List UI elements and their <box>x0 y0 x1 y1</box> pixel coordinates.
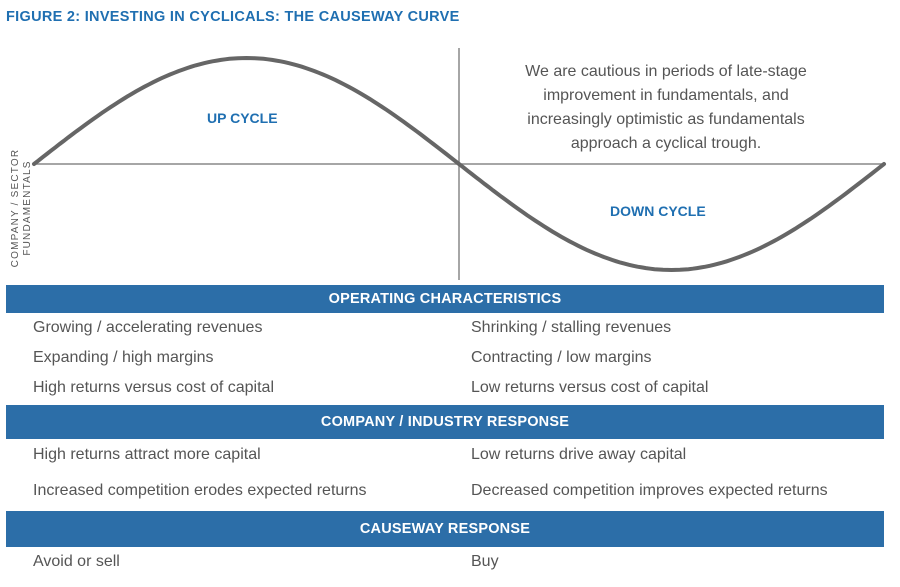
note-line: approach a cyclical trough. <box>570 135 762 152</box>
row-left: Expanding / high margins <box>33 349 214 366</box>
y-axis-label: COMPANY / SECTOR FUNDAMENTALS <box>10 149 34 268</box>
causeway-note: We are cautious in periods of late-stage… <box>486 60 846 156</box>
y-axis-label-line2: FUNDAMENTALS <box>22 160 33 256</box>
row-right: Decreased competition improves expected … <box>471 482 828 499</box>
row-left: High returns attract more capital <box>33 446 261 463</box>
row-left: High returns versus cost of capital <box>33 379 274 396</box>
curve-svg <box>32 48 886 280</box>
row-right: Buy <box>471 553 499 570</box>
figure-title: FIGURE 2: INVESTING IN CYCLICALS: THE CA… <box>6 9 460 25</box>
y-axis-label-line1: COMPANY / SECTOR <box>10 148 21 268</box>
row-left: Growing / accelerating revenues <box>33 319 263 336</box>
down-cycle-label: DOWN CYCLE <box>610 203 706 219</box>
section-heading-causeway-response: CAUSEWAY RESPONSE <box>6 511 884 547</box>
row-right: Low returns versus cost of capital <box>471 379 709 396</box>
note-line: improvement in fundamentals, and <box>543 87 789 104</box>
row-right: Contracting / low margins <box>471 349 652 366</box>
sine-curve <box>32 55 886 273</box>
row-right: Shrinking / stalling revenues <box>471 319 672 336</box>
section-heading-company-industry-response: COMPANY / INDUSTRY RESPONSE <box>6 405 884 439</box>
note-line: We are cautious in periods of late-stage <box>525 63 807 80</box>
row-left: Avoid or sell <box>33 553 120 570</box>
row-left: Increased competition erodes expected re… <box>33 482 367 499</box>
up-cycle-label: UP CYCLE <box>207 110 278 126</box>
section-heading-operating-characteristics: OPERATING CHARACTERISTICS <box>6 285 884 313</box>
causeway-curve-diagram: COMPANY / SECTOR FUNDAMENTALS UP CYCLE D… <box>0 40 900 285</box>
note-line: increasingly optimistic as fundamentals <box>527 111 805 128</box>
row-right: Low returns drive away capital <box>471 446 687 463</box>
